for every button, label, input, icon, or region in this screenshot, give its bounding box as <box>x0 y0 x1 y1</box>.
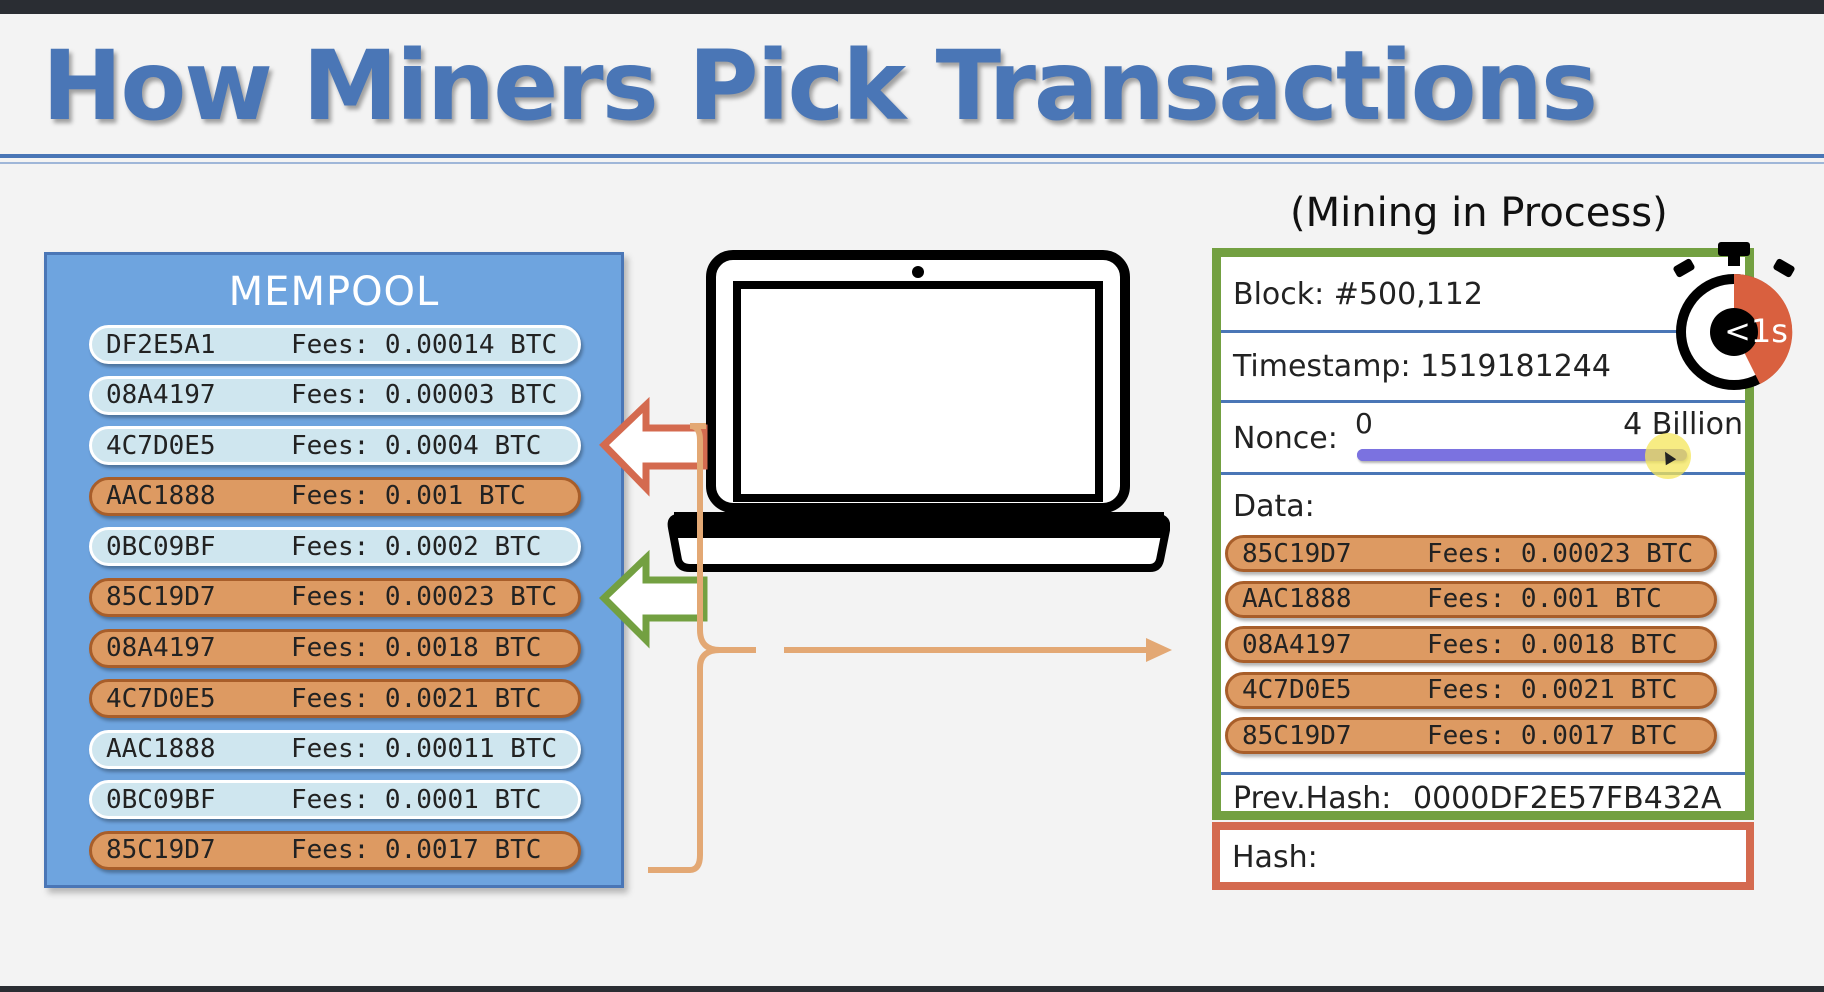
slide-title: How Miners Pick Transactions <box>42 30 1598 142</box>
transaction-id: 85C19D7 <box>1242 720 1352 751</box>
block-transaction: AAC1888 Fees: 0.001 BTC <box>1225 580 1717 618</box>
title-divider <box>0 154 1824 158</box>
transaction-id: 08A4197 <box>1242 629 1352 660</box>
reject-arrow-icon <box>599 396 708 497</box>
mempool-transaction: 4C7D0E5 Fees: 0.0021 BTC <box>89 679 581 719</box>
mempool-transaction: 08A4197 Fees: 0.0018 BTC <box>89 628 581 668</box>
mempool-transaction: 85C19D7 Fees: 0.00023 BTC <box>89 577 581 617</box>
transaction-fee: Fees: 0.00023 BTC <box>291 582 558 613</box>
transaction-id: 4C7D0E5 <box>106 683 216 714</box>
transaction-fee: Fees: 0.0018 BTC <box>291 633 542 664</box>
hash-box: Hash: <box>1212 822 1754 890</box>
accept-arrow-icon <box>598 549 708 649</box>
nonce-progress-bar <box>1357 449 1687 461</box>
hash-label: Hash: <box>1232 840 1318 875</box>
prev-hash-value: 0000DF2E57FB432A <box>1413 781 1722 816</box>
transaction-id: AAC1888 <box>106 734 216 765</box>
transaction-id: AAC1888 <box>106 481 216 512</box>
block-number-row: Block: #500,112 <box>1221 257 1745 333</box>
nonce-row: Nonce: 0 4 Billion <box>1221 403 1745 479</box>
transaction-fee: Fees: 0.0004 BTC <box>291 430 542 461</box>
cursor-highlight <box>1645 433 1691 479</box>
transaction-id: 85C19D7 <box>106 835 216 866</box>
nonce-min: 0 <box>1355 407 1373 440</box>
mempool-transaction: DF2E5A1 Fees: 0.00014 BTC <box>89 325 581 364</box>
candidate-block: Block: #500,112 Timestamp: 1519181244 No… <box>1212 248 1754 820</box>
block-number: Block: #500,112 <box>1233 277 1483 312</box>
transaction-fee: Fees: 0.00003 BTC <box>291 380 558 411</box>
stopwatch-icon: <1s <box>1673 242 1795 390</box>
transaction-id: 0BC09BF <box>106 784 216 815</box>
transaction-id: 4C7D0E5 <box>1242 675 1352 705</box>
to-block-arrow-icon <box>784 638 1172 662</box>
transaction-id: 0BC09BF <box>106 531 216 562</box>
block-transaction: 85C19D7 Fees: 0.0017 BTC <box>1225 717 1717 754</box>
mempool-transaction: 0BC09BF Fees: 0.0002 BTC <box>89 527 581 567</box>
mempool-transaction: 08A4197 Fees: 0.00003 BTC <box>89 375 581 415</box>
transaction-fee: Fees: 0.0017 BTC <box>1427 720 1678 751</box>
nonce-progress-fill <box>1357 449 1664 461</box>
transaction-id: 85C19D7 <box>106 582 216 613</box>
mining-title: (Mining in Process) <box>1290 190 1668 236</box>
prev-hash-label: Prev.Hash: <box>1233 781 1392 816</box>
transaction-fee: Fees: 0.00014 BTC <box>291 329 558 360</box>
transaction-fee: Fees: 0.0021 BTC <box>291 683 542 714</box>
data-label: Data: <box>1233 489 1315 524</box>
transaction-fee: Fees: 0.00023 BTC <box>1427 538 1694 569</box>
transaction-id: 4C7D0E5 <box>106 430 216 461</box>
block-transaction: 85C19D7 Fees: 0.00023 BTC <box>1225 535 1717 572</box>
data-row: Data: <box>1221 475 1745 775</box>
mempool-transaction: 85C19D7 Fees: 0.0017 BTC <box>89 830 581 870</box>
transaction-fee: Fees: 0.0001 BTC <box>291 784 542 815</box>
timer-label: <1s <box>1724 312 1788 350</box>
prev-hash-row: Prev.Hash: 0000DF2E57FB432A <box>1221 775 1745 823</box>
top-bar <box>0 0 1824 14</box>
bottom-bar <box>0 986 1824 992</box>
transaction-id: DF2E5A1 <box>106 329 216 360</box>
transaction-id: 08A4197 <box>106 633 216 664</box>
laptop-icon <box>667 250 1170 572</box>
mempool-title: MEMPOOL <box>228 269 440 315</box>
nonce-max: 4 Billion <box>1623 407 1743 442</box>
transaction-fee: Fees: 0.0002 BTC <box>291 531 542 562</box>
mempool-transaction: 4C7D0E5 Fees: 0.0004 BTC <box>89 426 581 466</box>
block-transaction: 08A4197 Fees: 0.0018 BTC <box>1225 626 1717 663</box>
transaction-fee: Fees: 0.001 BTC <box>291 481 526 512</box>
block-transaction: 4C7D0E5 Fees: 0.0021 BTC <box>1225 671 1717 709</box>
title-divider-shadow <box>0 162 1824 164</box>
transaction-fee: Fees: 0.00011 BTC <box>291 734 558 765</box>
transaction-id: 85C19D7 <box>1242 538 1352 569</box>
transaction-id: AAC1888 <box>1242 584 1352 614</box>
transaction-fee: Fees: 0.001 BTC <box>1427 584 1662 614</box>
mempool-transaction: AAC1888 Fees: 0.001 BTC <box>89 476 581 516</box>
timestamp-row: Timestamp: 1519181244 <box>1221 333 1745 403</box>
mempool-transaction: AAC1888 Fees: 0.00011 BTC <box>89 729 581 769</box>
selection-bracket <box>648 423 756 873</box>
transaction-fee: Fees: 0.0021 BTC <box>1427 675 1678 705</box>
transaction-fee: Fees: 0.0017 BTC <box>291 835 542 866</box>
timestamp: Timestamp: 1519181244 <box>1233 349 1611 384</box>
transaction-id: 08A4197 <box>106 380 216 411</box>
mempool-transaction: 0BC09BF Fees: 0.0001 BTC <box>89 780 581 820</box>
transaction-fee: Fees: 0.0018 BTC <box>1427 629 1678 660</box>
nonce-label: Nonce: <box>1233 421 1338 456</box>
